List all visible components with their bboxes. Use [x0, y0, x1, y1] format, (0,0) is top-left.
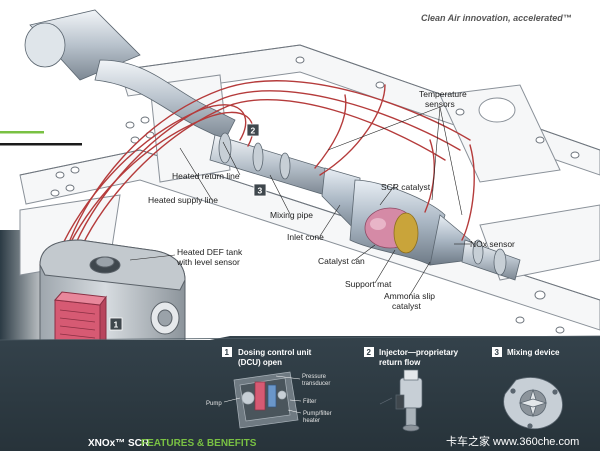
feature-2-title-1: Injector—proprietary — [379, 348, 459, 357]
accent-rule-green — [0, 131, 44, 134]
callout-pressure-2: transducer — [302, 381, 330, 387]
leader-lines — [129, 106, 470, 296]
feature-injector: 2 Injector—proprietary return flow — [364, 347, 459, 432]
label-def-tank-2: with level sensor — [176, 257, 240, 267]
callout-pressure-1: Pressure — [302, 374, 327, 380]
callout-filter: Filter — [303, 399, 316, 405]
features-panel — [0, 336, 600, 451]
label-heated-supply-line: Heated supply line — [148, 195, 218, 205]
feature-1-title-1: Dosing control unit — [238, 348, 312, 357]
brand-headline: FEATURES & BENEFITS — [141, 438, 257, 449]
label-temperature-sensors-2: sensors — [425, 99, 455, 109]
brand-product: XNOx™ SCR — [88, 438, 150, 449]
marker-2-number: 2 — [251, 126, 256, 136]
feature-3-number: 3 — [495, 348, 500, 357]
dcu-illustration — [233, 371, 299, 429]
marker-3-number: 3 — [258, 186, 263, 196]
marker-3-box — [253, 183, 267, 197]
watermark: 卡车之家 www.360che.com — [446, 434, 579, 448]
label-heated-return-line: Heated return line — [172, 171, 240, 181]
feature-2-title-2: return flow — [379, 358, 421, 367]
label-ammonia-slip-1: Ammonia slip — [384, 291, 435, 301]
label-temperature-sensors-1: Temperature — [419, 89, 467, 99]
marker-2-box — [246, 123, 260, 137]
feature-dcu: 1 Dosing control unit (DCU) open Pressur… — [206, 347, 332, 429]
feature-3-title-1: Mixing device — [507, 348, 560, 357]
feature-3-number-box — [492, 347, 502, 357]
label-inlet-cone: Inlet cone — [287, 232, 324, 242]
marker-1-number: 1 — [114, 320, 119, 330]
label-nox-sensor: NOx sensor — [470, 239, 515, 249]
slogan: Clean Air innovation, accelerated™ — [421, 13, 572, 23]
label-scr-catalyst: SCR catalyst — [381, 182, 431, 192]
label-ammonia-slip-2: catalyst — [392, 301, 421, 311]
feature-1-title-2: (DCU) open — [238, 358, 282, 367]
exhaust-system — [24, 9, 521, 281]
feature-1-number: 1 — [225, 348, 230, 357]
callout-pump-filter-2: heater — [303, 418, 320, 424]
label-support-mat: Support mat — [345, 279, 392, 289]
diagram-labels: Temperature sensors Heated return line H… — [148, 89, 515, 311]
mixing-device-illustration — [503, 377, 563, 430]
heated-lines — [39, 80, 475, 266]
feature-1-number-box — [222, 347, 232, 357]
feature-2-number: 2 — [367, 348, 372, 357]
features-panel-top-edge — [0, 335, 600, 341]
callout-pump-filter-1: Pump/filter — [303, 411, 332, 417]
injector-illustration — [379, 369, 423, 432]
feature-2-number-box — [364, 347, 374, 357]
number-markers: 1 2 3 — [109, 123, 267, 331]
accent-rule-black — [0, 143, 82, 146]
label-catalyst-can: Catalyst can — [318, 256, 365, 266]
label-def-tank-1: Heated DEF tank — [177, 247, 243, 257]
callout-pump: Pump — [206, 401, 222, 407]
feature-mixing-device: 3 Mixing device — [492, 347, 563, 430]
marker-1-box — [109, 317, 123, 331]
label-mixing-pipe: Mixing pipe — [270, 210, 313, 220]
